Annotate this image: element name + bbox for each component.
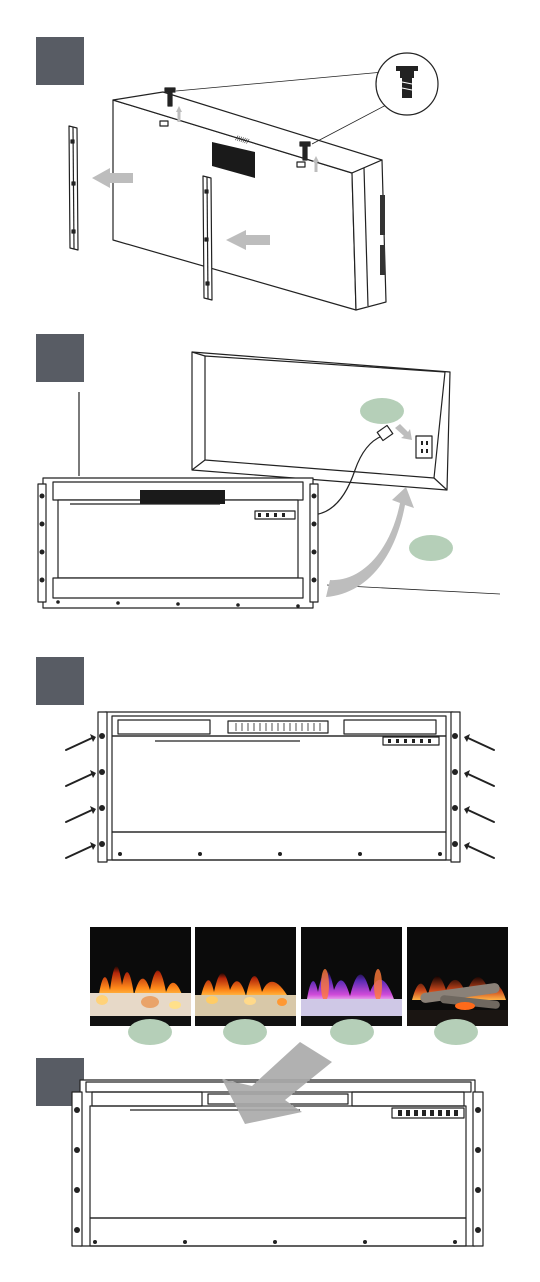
wall-bracket-left (69, 126, 78, 250)
step-2-diagram (38, 352, 500, 608)
callout-pill-insert (409, 535, 453, 561)
wall-outlet-icon (416, 436, 432, 458)
control-panel (392, 1108, 464, 1118)
option-crystal-violet (301, 927, 402, 1026)
insert-arrow-icon (326, 487, 414, 597)
fireplace-insert (43, 478, 313, 608)
option-crystal-white (90, 927, 191, 1026)
step-3-diagram (66, 712, 494, 862)
option-pill-1 (128, 1019, 172, 1045)
callout-pill-plug (360, 398, 404, 424)
step-4-diagram (72, 1042, 483, 1246)
wall-bracket-right (203, 176, 212, 300)
option-crystal-amber (195, 927, 296, 1026)
step-1-diagram: /////// (69, 53, 438, 310)
option-pill-2 (223, 1019, 267, 1045)
screw-icon (66, 738, 92, 858)
option-pill-4 (434, 1019, 478, 1045)
ember-options (90, 927, 508, 1045)
screw-icon (468, 738, 494, 858)
option-log-set (407, 927, 508, 1026)
option-pill-3 (330, 1019, 374, 1045)
